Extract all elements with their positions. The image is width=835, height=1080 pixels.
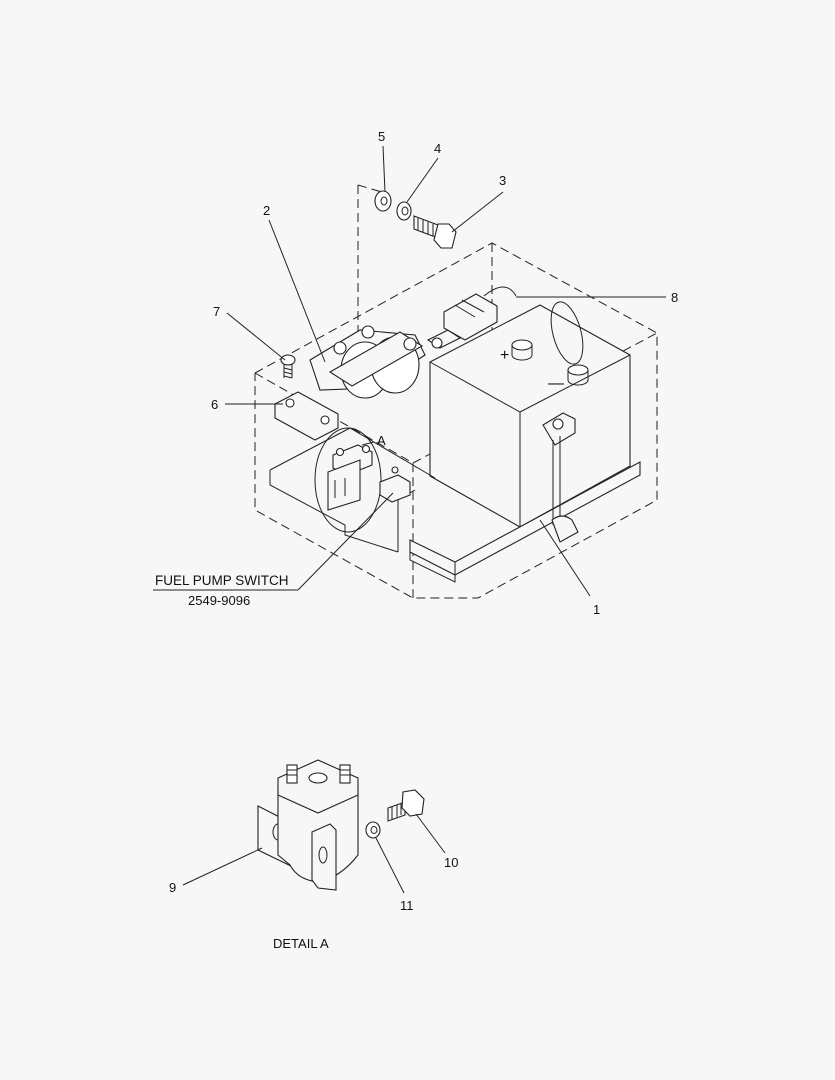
positive-symbol: + bbox=[500, 347, 509, 364]
callout-3: 3 bbox=[499, 173, 506, 188]
detail-a-title: DETAIL A bbox=[273, 936, 329, 951]
detail-a-circle bbox=[314, 427, 411, 533]
fuel-pump-switch-label: FUEL PUMP SWITCH bbox=[155, 573, 289, 588]
callout-9: 9 bbox=[169, 880, 176, 895]
callout-6: 6 bbox=[211, 397, 218, 412]
part-number-label: 2549-9096 bbox=[188, 593, 250, 608]
callout-11: 11 bbox=[400, 898, 414, 913]
screw-7 bbox=[280, 354, 296, 379]
callout-2: 2 bbox=[263, 203, 270, 218]
battery: + — bbox=[409, 301, 641, 583]
lock-washer-4 bbox=[396, 201, 412, 221]
washer-11 bbox=[365, 821, 381, 839]
callout-10: 10 bbox=[444, 855, 458, 870]
starter-motor bbox=[309, 325, 462, 399]
callout-7: 7 bbox=[213, 304, 220, 319]
bolt-10 bbox=[387, 789, 425, 822]
wire-connector bbox=[443, 286, 517, 341]
callout-5: 5 bbox=[378, 129, 385, 144]
bolt-3 bbox=[413, 215, 457, 249]
bracket bbox=[274, 391, 339, 441]
negative-symbol: — bbox=[548, 375, 564, 392]
detail-marker-a: A bbox=[377, 433, 386, 448]
callout-1: 1 bbox=[593, 602, 600, 617]
callout-8: 8 bbox=[671, 290, 678, 305]
detail-leader-lines bbox=[182, 813, 446, 894]
flat-washer-5 bbox=[374, 190, 392, 212]
leader-lines bbox=[153, 145, 666, 597]
callout-4: 4 bbox=[434, 141, 441, 156]
fuel-pump-switch-detail bbox=[257, 759, 359, 891]
